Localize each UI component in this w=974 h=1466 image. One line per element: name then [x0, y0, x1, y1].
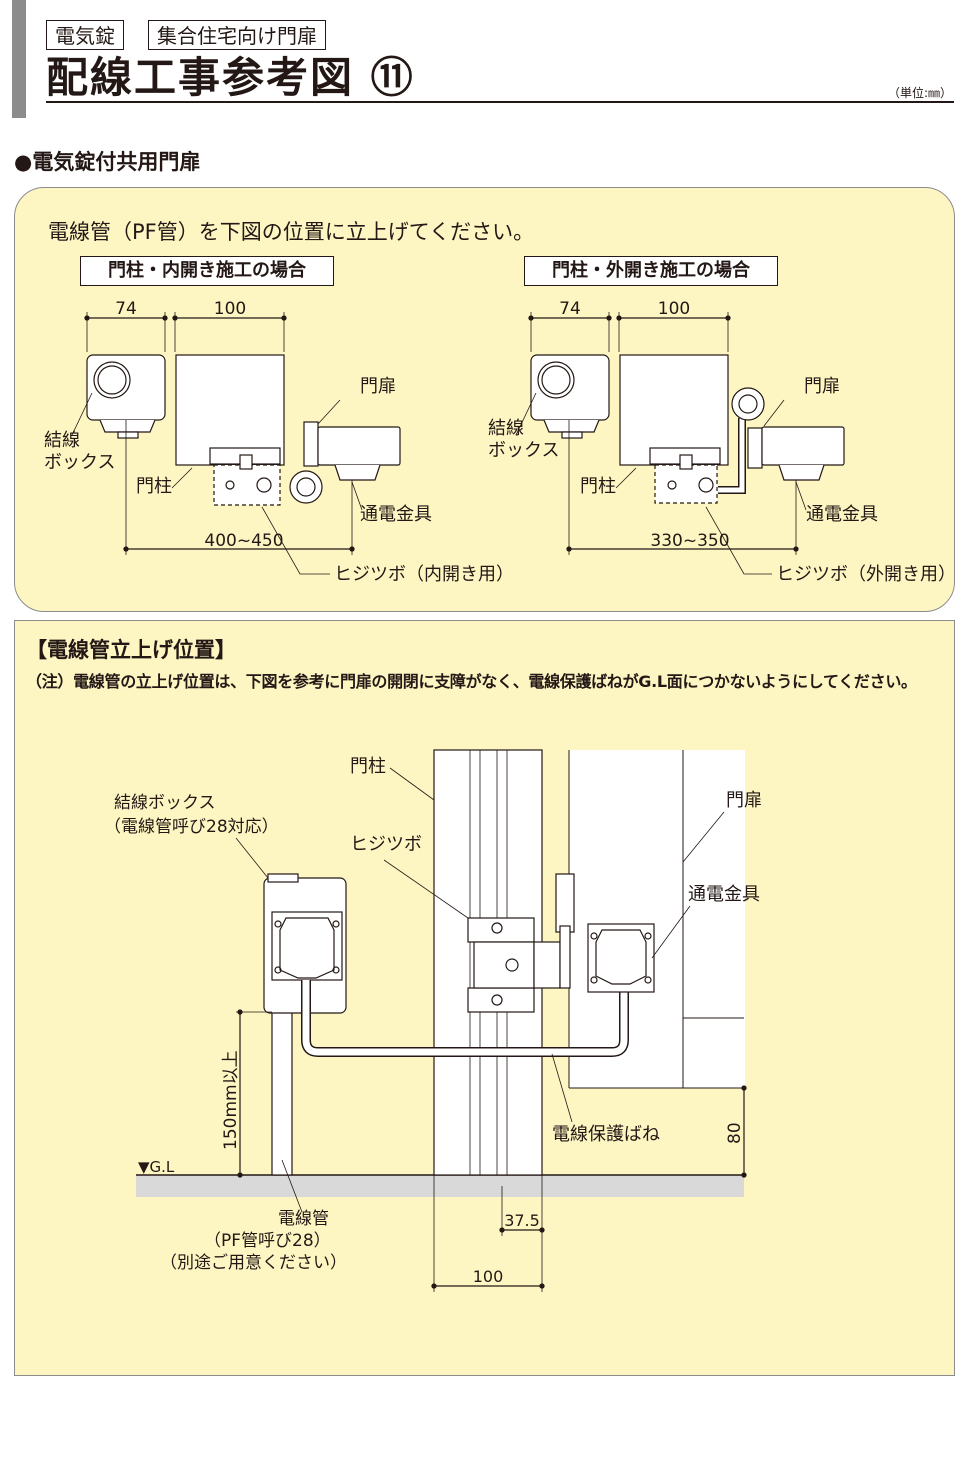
dim-outward-span: 330~350 [650, 531, 729, 551]
label-ground-level: ▼G.L [138, 1158, 175, 1176]
label-conduit-line2: （PF管呼び28） [204, 1231, 331, 1251]
label-inward-hinge: ヒジツボ（内開き用） [334, 564, 514, 585]
label-riser-box-line1: 結線ボックス [114, 793, 216, 813]
label-riser-hinge: ヒジツボ [350, 834, 422, 855]
category-tag-electric-lock: 電気錠 [46, 20, 124, 50]
label-riser-box-line2: （電線管呼び28対応） [104, 817, 279, 837]
intro-text: 電線管（PF管）を下図の位置に立上げてください。 [48, 220, 535, 244]
category-tag-apartment-gate: 集合住宅向け門扉 [148, 20, 326, 50]
dim-outward-box-width: 74 [559, 299, 581, 319]
case-label-inward: 門柱・内開き施工の場合 [80, 256, 334, 286]
diagram-inward [71, 312, 401, 575]
label-outward-fitting: 通電金具 [806, 504, 878, 525]
diagram-riser [136, 749, 747, 1292]
diagram-outward [515, 312, 845, 575]
section-heading-riser: 【電線管立上げ位置】 [26, 638, 236, 662]
label-riser-spring: 電線保護ばね [552, 1124, 660, 1145]
dim-inward-post-width: 100 [214, 299, 246, 319]
label-outward-post: 門柱 [580, 476, 616, 497]
label-inward-box: 結線ボックス [44, 430, 115, 473]
section-heading-shared-gate: ●電気錠付共用門扉 [14, 150, 201, 174]
label-conduit-line1: 電線管 [278, 1209, 329, 1229]
label-outward-hinge: ヒジツボ（外開き用） [776, 564, 956, 585]
dim-riser-post-width: 100 [473, 1267, 504, 1286]
label-riser-fitting: 通電金具 [688, 884, 760, 905]
label-inward-gate: 門扉 [360, 376, 396, 397]
dim-inward-box-width: 74 [115, 299, 137, 319]
label-riser-gate: 門扉 [726, 790, 762, 811]
label-outward-box: 結線ボックス [488, 418, 559, 461]
label-riser-post: 門柱 [350, 756, 386, 777]
case-label-outward: 門柱・外開き施工の場合 [524, 256, 778, 286]
dim-inward-span: 400~450 [204, 531, 283, 551]
label-conduit-line3: （別途ご用意ください） [160, 1253, 347, 1273]
title-divider [46, 101, 954, 103]
dim-riser-height: 150mm以上 [221, 1050, 241, 1150]
dim-riser-clearance: 80 [725, 1122, 745, 1144]
dim-outward-post-width: 100 [658, 299, 690, 319]
label-inward-fitting: 通電金具 [360, 504, 432, 525]
label-inward-post: 門柱 [136, 476, 172, 497]
label-outward-gate: 門扉 [804, 376, 840, 397]
header-accent-bar [12, 0, 26, 118]
unit-note: （単位:㎜） [887, 86, 952, 100]
page-title: 配線工事参考図 ⑪ [46, 53, 415, 102]
caution-note: （注）電線管の立上げ位置は、下図を参考に門扉の開閉に支障がなく、電線保護ばねがG… [26, 672, 917, 691]
dim-riser-offset: 37.5 [504, 1211, 540, 1230]
